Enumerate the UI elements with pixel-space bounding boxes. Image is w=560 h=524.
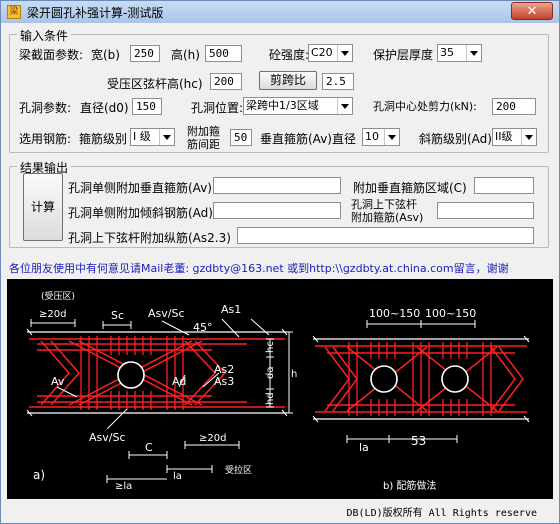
concrete-select[interactable]: C20 [308, 44, 353, 62]
hc-label: hc [265, 341, 276, 353]
stirrup-grade-label: 箍筋级别 [79, 132, 128, 146]
dim-20d-top: ≥20d [39, 309, 66, 320]
as23-output[interactable] [237, 227, 534, 244]
as3-label: As3 [214, 375, 234, 388]
height-label: 高(h) [171, 48, 200, 62]
height-input[interactable]: 500 [205, 45, 242, 62]
window-title: 梁开圆孔补强计算-测试版 [27, 6, 164, 20]
input-group-title: 输入条件 [17, 27, 72, 44]
diagonal-value: II级 [495, 130, 513, 143]
hole-label: 孔洞参数: [19, 101, 72, 115]
cover-value: 35 [440, 46, 454, 59]
stirrup-grade-select[interactable]: I 级 [130, 128, 175, 146]
copyright-footer: DB(LD)版权所有 All Rights reserve [346, 508, 537, 519]
position-value: 梁跨中1/3区域 [246, 99, 319, 112]
h-label: h [291, 369, 297, 380]
diameter-label: 直径(d0) [80, 101, 129, 115]
close-button[interactable]: ✕ [511, 2, 553, 20]
label-b: b) 配筋做法 [383, 479, 436, 492]
la-right: la [359, 441, 369, 454]
c-diagram-label: C [145, 441, 153, 454]
as23-label: 孔洞上下弦杆附加纵筋(As2.3) [68, 231, 231, 245]
concrete-value: C20 [311, 46, 333, 59]
reinforcement-diagram: (受压区) ≥20d Sc Asv/Sc 45° As1 Av Ad As2 A… [7, 279, 553, 499]
la-left: ≥la [115, 481, 132, 492]
ad-diagram-label: Ad [172, 375, 186, 388]
vertical-value: 10 [365, 130, 379, 143]
chevron-down-icon [337, 98, 352, 114]
diagonal-label: 斜筋级别(Ad) [419, 132, 492, 146]
shear-span-input[interactable]: 2.5 [322, 73, 354, 90]
app-icon: 梁 [7, 5, 21, 19]
dim-20d-bottom: ≥20d [199, 433, 226, 444]
chevron-down-icon [466, 45, 481, 61]
position-label: 孔洞位置: [191, 101, 244, 115]
shear-input[interactable]: 200 [492, 98, 536, 115]
asv-sc-bottom: Asv/Sc [89, 431, 126, 444]
av-diagram-label: Av [51, 375, 65, 388]
section-label: 梁截面参数: [19, 48, 84, 62]
right-beam: 100~150 100~150 la 53 b) 配筋做法 [312, 307, 530, 492]
asv-label-2: 附加箍筋(Asv) [351, 211, 424, 224]
av-label: 孔洞单侧附加垂直箍筋(Av) [68, 181, 212, 195]
chevron-down-icon [337, 45, 352, 61]
la-mid: la [173, 471, 182, 482]
rebar-label: 选用钢筋: [19, 132, 72, 146]
shear-span-button[interactable]: 剪跨比 [259, 71, 317, 90]
ad-output[interactable] [213, 202, 341, 219]
vertical-select[interactable]: 10 [362, 128, 400, 146]
extra-spacing-label-2: 筋间距 [187, 138, 220, 151]
asv-label-1: 孔洞上下弦杆 [351, 198, 417, 211]
hd-label: hd [265, 392, 276, 405]
ad-label: 孔洞单侧附加倾斜钢筋(Ad) [68, 206, 213, 220]
shear-label: 孔洞中心处剪力(kN): [373, 100, 477, 113]
asv-sc-top: Asv/Sc [148, 307, 185, 320]
calculate-button[interactable]: 计算 [23, 173, 63, 241]
extra-spacing-input[interactable]: 50 [230, 129, 252, 146]
chevron-down-icon [521, 129, 536, 145]
chevron-down-icon [159, 129, 174, 145]
left-title: (受压区) [41, 290, 75, 302]
c-label: 附加垂直箍筋区域(C) [353, 181, 467, 195]
position-select[interactable]: 梁跨中1/3区域 [243, 97, 353, 115]
chord-label: 受压区弦杆高(hc) [107, 77, 203, 91]
width-input[interactable]: 250 [130, 45, 160, 62]
sc-label: Sc [111, 309, 124, 322]
dim-100-150-a: 100~150 [369, 307, 420, 320]
contact-note: 各位朋友使用中有何意见请Mail老董: gzdbty@163.net 或到htt… [9, 262, 509, 275]
angle-label: 45° [193, 321, 213, 334]
diameter-input[interactable]: 150 [132, 98, 162, 115]
title-bar: 梁 梁开圆孔补强计算-测试版 ✕ [1, 1, 559, 23]
input-group [9, 34, 549, 153]
diagonal-select[interactable]: II级 [492, 128, 537, 146]
result-group [9, 166, 549, 248]
as1-label: As1 [221, 303, 241, 316]
tension-label: 受拉区 [225, 464, 252, 476]
chevron-down-icon [384, 129, 399, 145]
result-group-title: 结果输出 [17, 159, 72, 176]
av-output[interactable] [213, 177, 341, 194]
cover-label: 保护层厚度 [373, 48, 434, 62]
label-a: a) [33, 468, 45, 482]
concrete-label: 砼强度: [269, 48, 310, 62]
asv-output[interactable] [437, 202, 534, 219]
dim-100-150-b: 100~150 [425, 307, 476, 320]
chord-input[interactable]: 200 [210, 73, 242, 90]
dim-53: 53 [411, 434, 426, 448]
cover-select[interactable]: 35 [437, 44, 482, 62]
width-label: 宽(b) [91, 48, 120, 62]
stirrup-grade-value: I 级 [133, 130, 151, 143]
da-label: da [265, 367, 276, 379]
as2-label: As2 [214, 363, 234, 376]
vertical-label: 垂直箍筋(Av)直径 [260, 132, 356, 146]
left-beam: (受压区) ≥20d Sc Asv/Sc 45° As1 Av Ad As2 A… [26, 290, 297, 492]
c-output[interactable] [474, 177, 534, 194]
extra-spacing-label-1: 附加箍 [187, 125, 220, 138]
